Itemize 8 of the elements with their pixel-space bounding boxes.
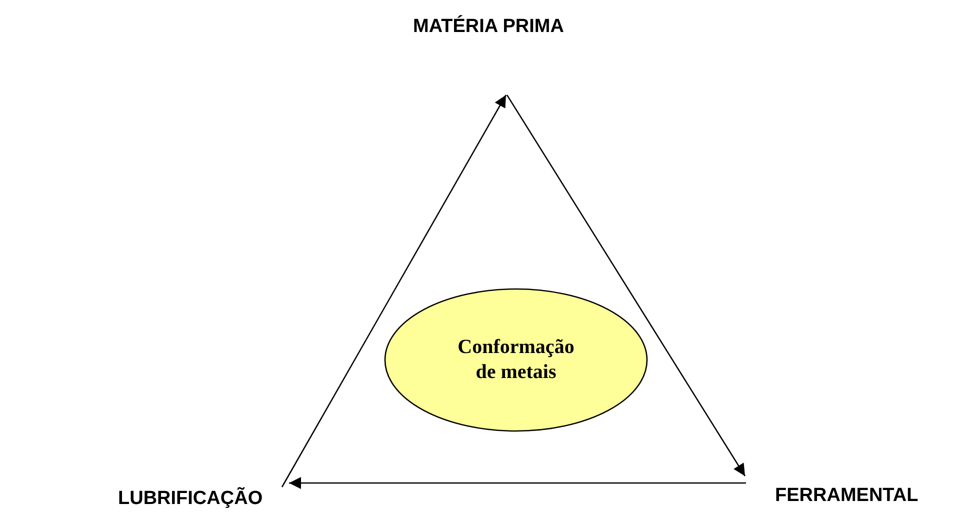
node-label: MATÉRIA PRIMA xyxy=(413,16,564,38)
arrow xyxy=(506,94,746,476)
arrow xyxy=(281,94,507,488)
arrow xyxy=(289,477,746,489)
node-label: LUBRIFICAÇÃO xyxy=(118,488,263,510)
node-label: FERRAMENTAL xyxy=(775,485,918,507)
node-label: Conformação de metais xyxy=(456,335,576,385)
ellipse-node xyxy=(384,288,648,432)
